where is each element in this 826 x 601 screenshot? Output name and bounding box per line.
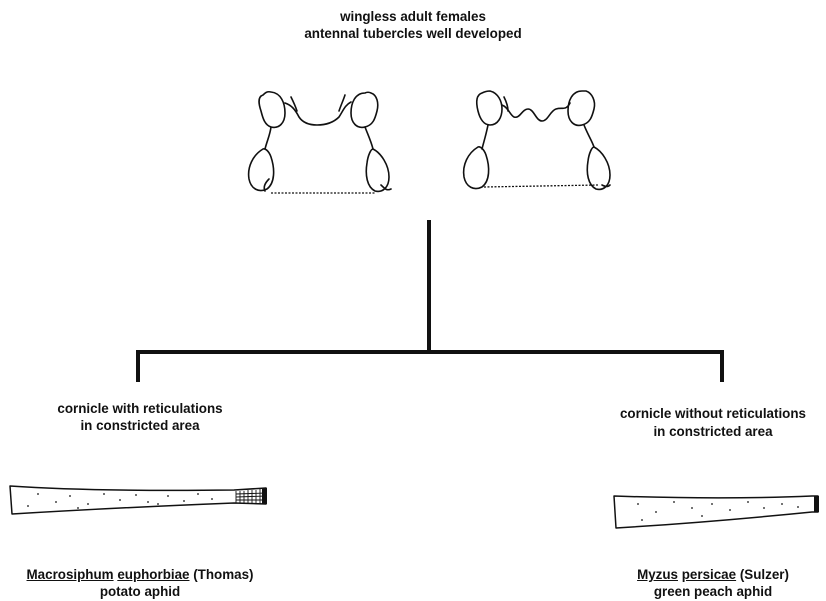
tree-trunk-line [427, 220, 431, 353]
macrosiphum-genus: Macrosiphum [26, 567, 114, 582]
myzus-author: (Sulzer) [739, 567, 789, 582]
macrosiphum-cornicle-drawing [9, 485, 267, 515]
left-species-name: Macrosiphum euphorbiae (Thomas) [0, 566, 280, 583]
myzus-species: persicae [681, 567, 737, 582]
myzus-head-drawing [462, 90, 611, 191]
left-common-name: potato aphid [99, 584, 181, 599]
macrosiphum-species: euphorbiae [117, 567, 190, 582]
right-trait-line-1: cornicle without reticulations [619, 406, 806, 421]
left-trait-line-1: cornicle with reticulations [57, 401, 223, 416]
left-trait-line-2: in constricted area [80, 418, 200, 433]
tree-left-branch-line [136, 350, 140, 382]
tree-right-branch-line [720, 350, 724, 382]
myzus-cornicle-drawing [613, 495, 819, 529]
header-line-2: antennal tubercles well developed [304, 26, 522, 41]
myzus-genus: Myzus [637, 567, 678, 582]
tree-crossbar-line [136, 350, 724, 354]
right-species-name: Myzus persicae (Sulzer) [600, 566, 826, 583]
right-trait-line-2: in constricted area [653, 424, 773, 439]
macrosiphum-author: (Thomas) [193, 567, 254, 582]
header-line-1: wingless adult females [340, 9, 486, 24]
macrosiphum-head-drawing [247, 90, 392, 194]
right-common-name: green peach aphid [653, 584, 773, 599]
